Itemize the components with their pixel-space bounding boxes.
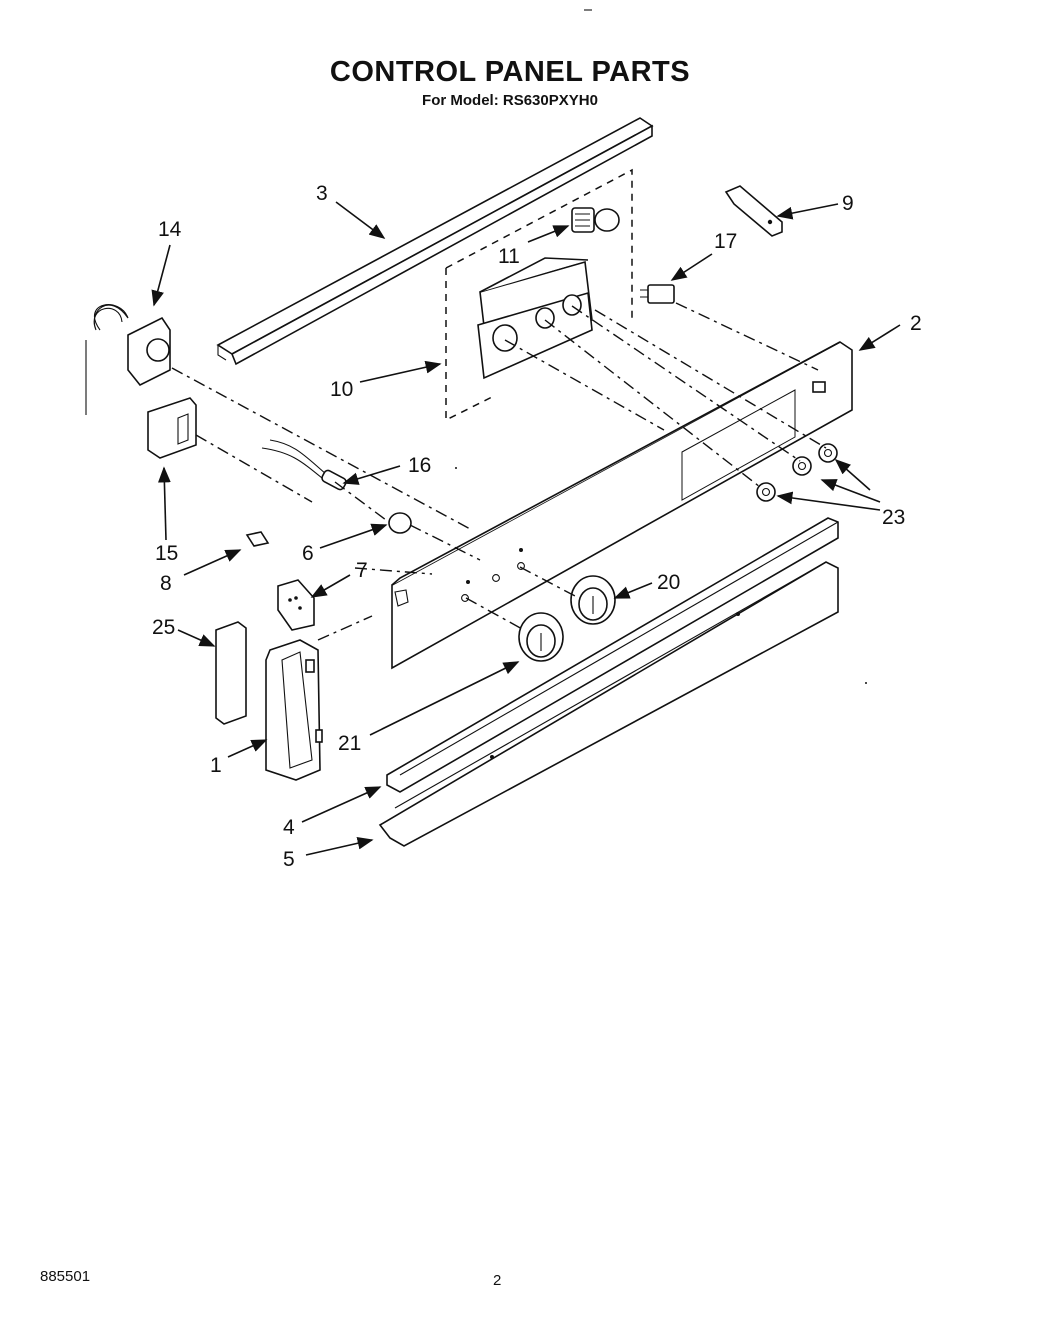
callout-7: 7 <box>356 559 368 582</box>
part-20-knob <box>570 575 616 625</box>
callout-17: 17 <box>714 230 737 253</box>
part-17-terminal <box>640 284 675 304</box>
callout-5: 5 <box>283 848 295 871</box>
part-5-bottom-trim <box>378 561 839 847</box>
callout-20: 20 <box>657 571 680 594</box>
callout-2: 2 <box>910 312 922 335</box>
callout-21: 21 <box>338 732 361 755</box>
part-11-switch <box>571 207 620 233</box>
alignment-lines <box>171 302 827 641</box>
part-10-group-box <box>445 168 633 422</box>
part-2-control-panel <box>391 341 853 670</box>
part-6-button <box>388 512 412 534</box>
part-3-top-trim <box>216 117 654 366</box>
part-16-wire-harness <box>261 439 347 491</box>
callout-11: 11 <box>498 245 520 268</box>
part-15-switch-block <box>147 397 197 459</box>
page-number: 2 <box>493 1272 502 1289</box>
page-title: CONTROL PANEL PARTS <box>329 56 691 88</box>
model-subtitle: For Model: RS630PXYH0 <box>422 92 598 109</box>
callout-labels: 3 14 11 9 17 2 10 16 15 6 8 7 25 20 1 21… <box>152 182 922 871</box>
part-14-thermostat <box>85 304 171 415</box>
callout-14: 14 <box>158 218 182 241</box>
callout-9: 9 <box>842 192 854 215</box>
callout-3: 3 <box>316 182 328 205</box>
part-7-plate <box>277 579 315 631</box>
callout-16: 16 <box>408 454 431 477</box>
part-25-end-trim <box>215 621 247 725</box>
part-9-bracket <box>724 185 783 237</box>
callout-4: 4 <box>283 816 295 839</box>
part-8-clip <box>245 531 270 547</box>
callout-25: 25 <box>152 616 175 639</box>
part-23-nuts <box>756 443 838 502</box>
part-21-knob <box>518 612 564 662</box>
part-4-lower-trim <box>386 517 839 793</box>
callout-10: 10 <box>330 378 353 401</box>
callout-1: 1 <box>210 754 222 777</box>
document-number: 885501 <box>40 1268 91 1285</box>
callout-8: 8 <box>160 572 172 595</box>
scan-marks <box>455 9 867 684</box>
part-1-end-cap <box>265 639 323 781</box>
leader-arrows <box>151 201 901 856</box>
callout-15: 15 <box>155 542 178 565</box>
callout-6: 6 <box>302 542 314 565</box>
part-10-control-housing <box>477 257 593 380</box>
callout-23: 23 <box>882 506 905 529</box>
